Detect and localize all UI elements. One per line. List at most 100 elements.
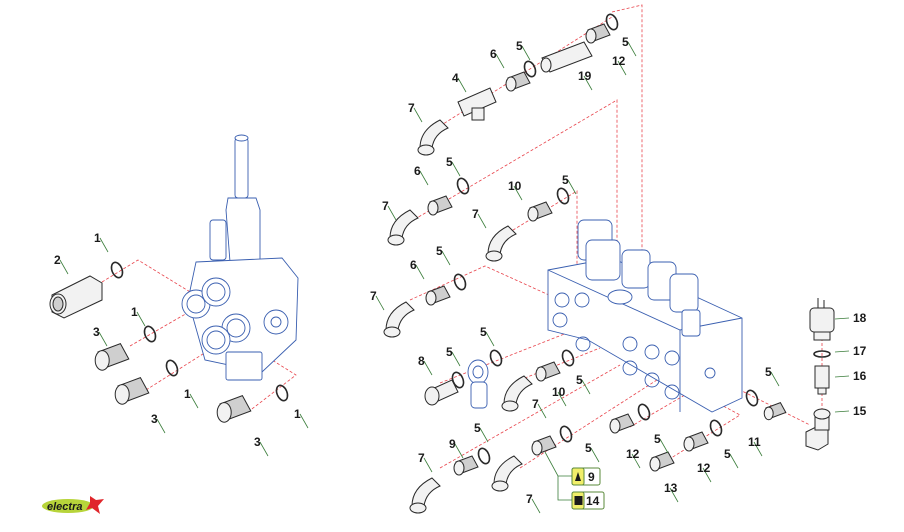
part-19-check-valve [540, 41, 593, 73]
callout-16: 16 [853, 369, 867, 383]
badge-label: 9 [588, 470, 595, 484]
callout-1: 1 [294, 407, 301, 421]
callout-7: 7 [526, 492, 533, 506]
part-13-adapter [649, 451, 675, 472]
part-7-elbow-hose-fitting [501, 375, 533, 412]
callout-19: 19 [578, 69, 592, 83]
leader-line [590, 447, 600, 463]
callout-12: 12 [697, 461, 711, 475]
part-2-adapter [49, 275, 103, 319]
leader-line [454, 443, 464, 459]
callout-5: 5 [474, 421, 481, 435]
part-6-fitting [505, 71, 531, 92]
callout-17: 17 [853, 344, 867, 358]
part-5-seal-ring [477, 447, 491, 465]
callout-11: 11 [748, 435, 761, 449]
part-1-seal-ring [110, 261, 124, 279]
leader-line [419, 170, 429, 186]
callout-7: 7 [532, 397, 539, 411]
part-5-seal-ring [451, 371, 465, 389]
part-7-elbow-hose-fitting [387, 209, 419, 246]
part-1-seal-ring [143, 325, 157, 343]
callout-6: 6 [410, 258, 417, 272]
badge-label: 14 [586, 494, 600, 508]
leader-line [413, 107, 423, 123]
assembly-line [439, 364, 621, 469]
badge-bracket [557, 476, 572, 501]
part-10-fitting [527, 201, 553, 222]
logo-text: electra [47, 501, 82, 513]
part-5-seal-ring [637, 403, 651, 421]
pressure-switch-stack [805, 298, 835, 451]
leader-line [567, 179, 577, 195]
assembly-line [239, 339, 297, 413]
leader-line [99, 237, 109, 253]
callout-7: 7 [418, 451, 425, 465]
leader-line [387, 205, 397, 221]
callout-3: 3 [254, 435, 261, 449]
part-3-fitting [114, 376, 150, 405]
assembly-line [519, 347, 601, 381]
leader-line [834, 350, 850, 353]
callout-3: 3 [93, 325, 100, 339]
leader-line [299, 413, 309, 429]
part-16-adapter [814, 365, 830, 389]
callout-1: 1 [184, 387, 191, 401]
leader-line [513, 185, 523, 201]
leader-line [136, 311, 146, 327]
callout-8: 8 [418, 354, 425, 368]
assembly-line [519, 377, 661, 469]
callout-5: 5 [622, 35, 629, 49]
part-5-seal-ring [561, 349, 575, 367]
leader-line [495, 53, 505, 69]
part-3-fitting [216, 394, 252, 423]
leader-line [259, 441, 269, 457]
leader-line [451, 351, 461, 367]
leader-line [521, 45, 531, 61]
leader-line [423, 457, 433, 473]
assembly-line [711, 375, 811, 426]
assembly-line [101, 259, 201, 299]
part-5-seal-ring [489, 349, 503, 367]
leader-line [770, 371, 780, 387]
assembly-line [611, 4, 643, 360]
callout-10: 10 [552, 385, 566, 399]
callout-7: 7 [472, 207, 479, 221]
callout-7: 7 [370, 289, 377, 303]
part-7-elbow-hose-fitting [417, 119, 449, 156]
callout-5: 5 [585, 441, 592, 455]
part-7-elbow-hose-fitting [485, 225, 517, 262]
part-10-fitting [535, 361, 561, 382]
callout-5: 5 [480, 325, 487, 339]
leader-line [423, 360, 433, 376]
part-18-pressure-switch [809, 307, 835, 333]
callout-10: 10 [508, 179, 522, 193]
leader-line [834, 317, 850, 320]
callout-18: 18 [853, 311, 867, 325]
part-5-seal-ring [456, 177, 470, 195]
callout-9: 9 [449, 437, 456, 451]
leader-line [441, 250, 451, 266]
leader-line [415, 264, 425, 280]
callout-4: 4 [452, 71, 459, 85]
callout-5: 5 [446, 345, 453, 359]
callout-5: 5 [654, 432, 661, 446]
callout-15: 15 [853, 404, 867, 418]
part-5-seal-ring [709, 419, 723, 437]
part-3-fitting [94, 342, 130, 371]
callout-2: 2 [54, 253, 61, 267]
variant-badge-triangle: 9 [571, 467, 601, 486]
red-arrow-mark-icon [86, 496, 104, 514]
part-8-banjo-bolt [424, 379, 459, 406]
solenoid-manifold-block [547, 219, 743, 413]
callout-1: 1 [131, 305, 138, 319]
callout-5: 5 [562, 173, 569, 187]
leader-line [451, 161, 461, 177]
callout-5: 5 [765, 365, 772, 379]
leader-line [702, 467, 712, 483]
leader-line [479, 427, 489, 443]
part-5-seal-ring [745, 389, 759, 407]
leader-line [557, 391, 567, 407]
leader-line [477, 213, 487, 229]
callout-5: 5 [436, 244, 443, 258]
